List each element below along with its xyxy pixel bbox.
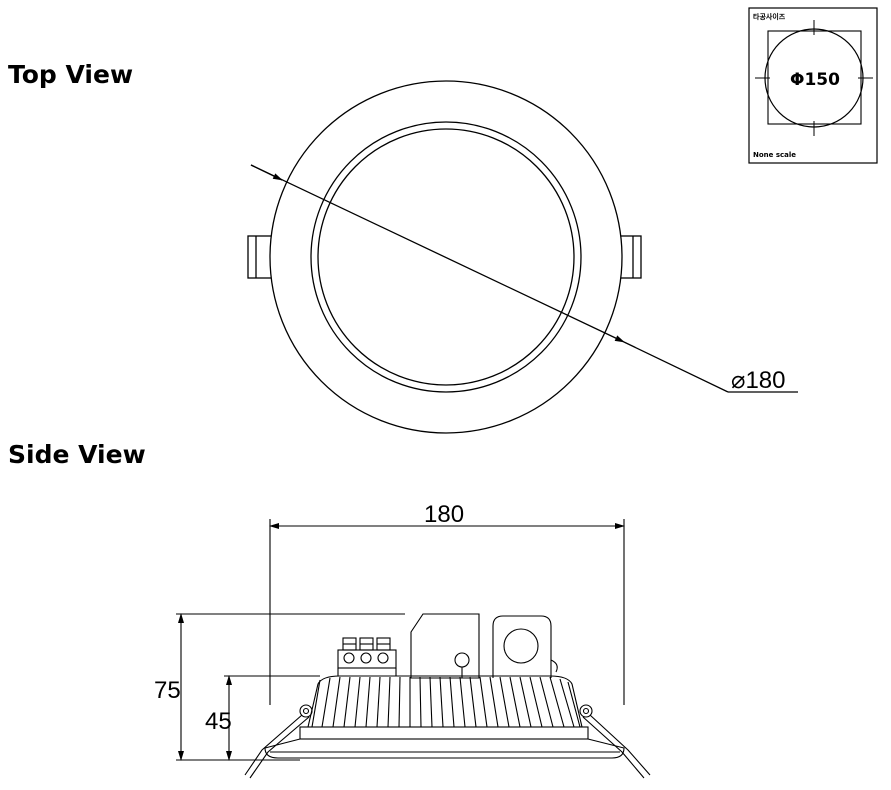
body-height-label: 45 (205, 708, 232, 735)
cutout-size-box (748, 7, 878, 164)
trim-base (264, 726, 625, 759)
diameter-dimension-line (250, 164, 625, 343)
diameter-leader-line (623, 341, 729, 393)
width-label: 180 (424, 501, 464, 528)
terminal-block (337, 637, 397, 676)
top-view-heading: Top View (8, 60, 134, 89)
lens-inner-circle (317, 128, 575, 386)
connector-housing (492, 615, 558, 678)
left-spring-clip (244, 704, 313, 779)
total-height-label: 75 (154, 677, 181, 704)
cutout-box-note: None scale (753, 151, 796, 159)
diameter-label: ⌀180 (731, 367, 786, 394)
side-view-drawing (176, 519, 651, 779)
right-spring-clip (579, 704, 651, 779)
cutout-box-title: 타공사이즈 (753, 12, 786, 21)
diameter-leader-arrow-start (250, 164, 283, 181)
top-view-drawing (247, 80, 798, 434)
heatsink (300, 675, 588, 728)
driver-box (410, 613, 480, 679)
cutout-size-label: Φ150 (790, 70, 840, 90)
side-view-heading: Side View (8, 440, 146, 469)
lens-outer-circle (310, 121, 582, 393)
